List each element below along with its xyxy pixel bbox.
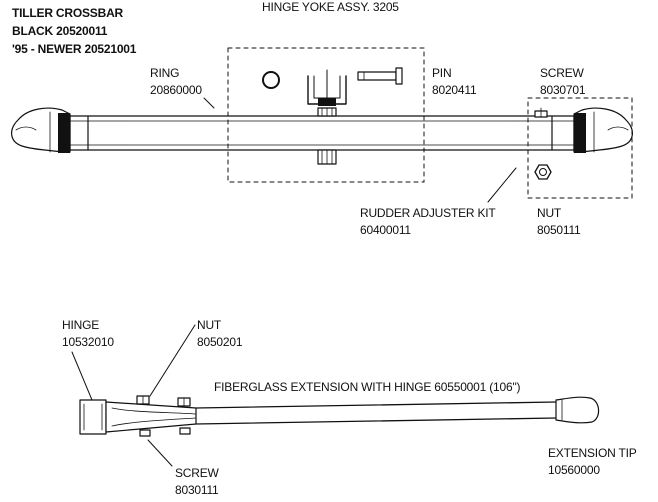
hinge-yoke-label: HINGE YOKE ASSY. 3205 <box>262 0 399 14</box>
extension-label: FIBERGLASS EXTENSION WITH HINGE 60550001… <box>214 380 521 394</box>
pin-label: PIN <box>432 66 452 80</box>
title-line-1: TILLER CROSSBAR <box>12 6 124 20</box>
rudder-kit-part-number: 60400011 <box>360 223 411 237</box>
nut-top-part-number: 8050111 <box>537 223 581 237</box>
rudder-kit-label: RUDDER ADJUSTER KIT <box>360 206 496 220</box>
screw-top-part-number: 8030701 <box>540 83 586 97</box>
nut-bottom-part-number: 8050201 <box>197 335 243 349</box>
hinge-part-number: 10532010 <box>62 335 114 349</box>
hinge-label: HINGE <box>62 318 100 332</box>
ring-label: RING <box>150 66 180 80</box>
nut-top-part <box>534 164 552 180</box>
screw-top-label: SCREW <box>540 66 584 80</box>
pin-part <box>357 67 403 85</box>
left-end-grip <box>11 107 71 153</box>
ring-part-number: 20860000 <box>150 83 202 97</box>
hinge-yoke-outline <box>227 47 425 183</box>
extension-tip-label: EXTENSION TIP <box>548 446 637 460</box>
extension-tip-part-number: 10560000 <box>548 463 600 477</box>
pin-part-number: 8020411 <box>432 83 477 97</box>
extension-tip-part <box>555 396 600 424</box>
nut-bottom-label: NUT <box>197 318 222 332</box>
rudder-adjuster-outline <box>527 97 633 199</box>
nut-bottom-leader <box>149 324 196 397</box>
yoke-nut <box>317 149 337 165</box>
title-line-3: '95 - NEWER 20521001 <box>12 42 137 56</box>
nut-top-label: NUT <box>537 206 562 220</box>
hinge-yoke-bracket <box>307 69 347 117</box>
tiller-crossbar <box>69 115 575 151</box>
screw-bottom-leader <box>147 439 173 467</box>
title-line-2: BLACK 20520011 <box>12 24 108 38</box>
screw-bottom-label: SCREW <box>175 466 219 480</box>
right-end-grip <box>573 107 633 153</box>
rudder-kit-leader <box>487 167 517 203</box>
hinge-leader <box>71 351 93 401</box>
extension-nut-1 <box>136 395 150 405</box>
ring-part <box>262 71 280 89</box>
extension-screw <box>139 427 191 437</box>
ring-leader <box>203 97 215 109</box>
extension-nut-2 <box>177 397 191 407</box>
screw-bottom-part-number: 8030111 <box>175 483 219 497</box>
screw-top-part <box>534 107 548 118</box>
fiberglass-extension <box>79 399 557 435</box>
